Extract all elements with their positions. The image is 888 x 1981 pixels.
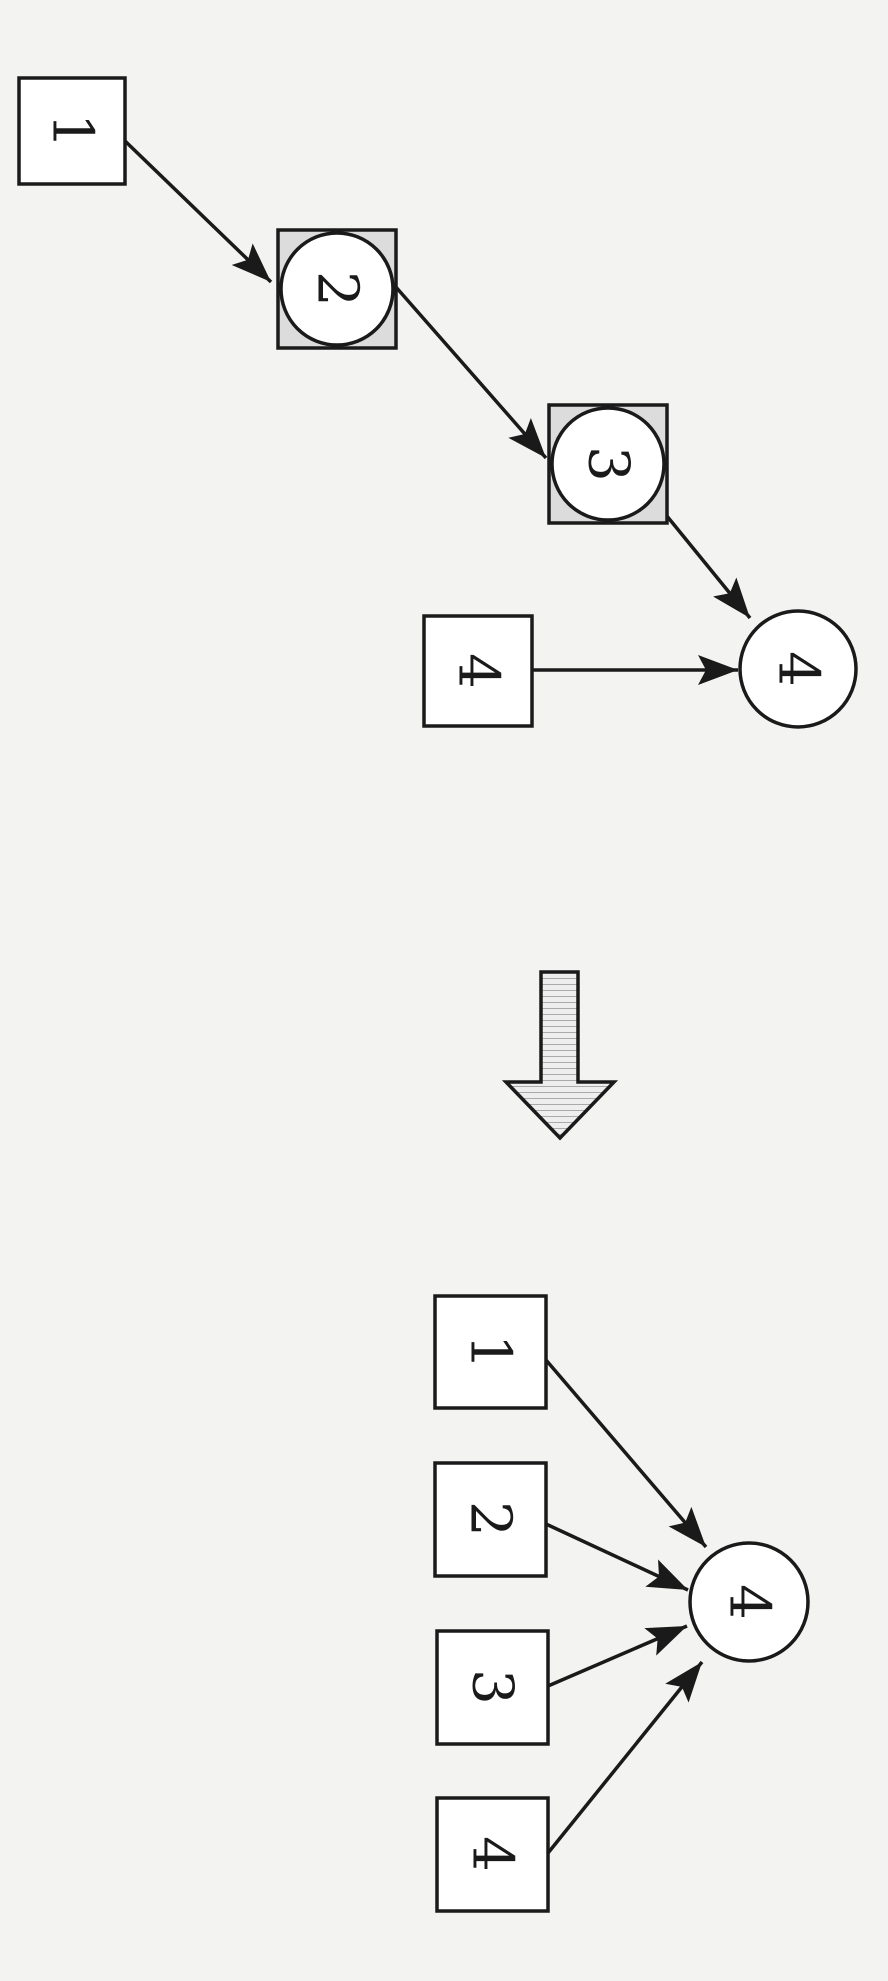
node-square-1: 1: [17, 76, 127, 186]
bottom-graph: 1 2 3 4 4: [433, 1294, 810, 1913]
node-circle-4: 4: [688, 1541, 810, 1663]
hatched-down-arrow-icon: [501, 970, 619, 1141]
node-square-4: 4: [435, 1796, 550, 1913]
edge-3-to-4-circle: [660, 508, 752, 620]
node-label: 3: [460, 1669, 525, 1705]
node-label: 1: [40, 113, 105, 149]
node-label: 2: [305, 271, 370, 307]
node-square-3: 3: [435, 1629, 550, 1746]
node-label: 2: [458, 1501, 523, 1537]
node-square-4: 4: [422, 614, 534, 728]
node-square-2: 2: [433, 1461, 548, 1578]
node-square-circle-3: 3: [547, 403, 669, 525]
node-square-1: 1: [433, 1294, 548, 1410]
edge-b4-to-4-circle: [546, 1660, 704, 1855]
edge-b3-to-4-circle: [547, 1624, 688, 1688]
edge-1-to-2: [122, 138, 273, 284]
node-label: 1: [458, 1334, 523, 1370]
node-label: 3: [576, 446, 641, 482]
node-label: 4: [446, 653, 511, 689]
edge-b1-to-4-circle: [544, 1358, 708, 1549]
node-label: 4: [460, 1836, 525, 1872]
top-graph: 1 2 3 4 4: [17, 76, 858, 729]
node-circle-4: 4: [738, 609, 858, 729]
edge-b2-to-4-circle: [545, 1522, 689, 1592]
node-label: 4: [766, 651, 831, 687]
node-label: 4: [717, 1584, 782, 1620]
node-square-circle-2: 2: [276, 228, 398, 350]
edge-2-to-3: [393, 284, 548, 460]
